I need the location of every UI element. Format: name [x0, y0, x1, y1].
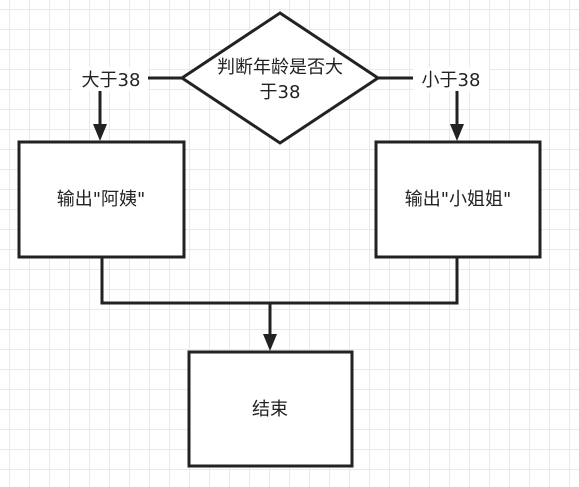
edge-label-right-bg — [413, 67, 489, 91]
end-box[interactable] — [187, 350, 354, 468]
arrowhead-right — [450, 124, 464, 141]
connector-merge — [100, 257, 459, 305]
process-box-auntie[interactable] — [17, 140, 186, 259]
edge-label-greater-than: 大于38 — [82, 70, 141, 91]
end-box-label: 结束 — [252, 399, 288, 420]
arrowhead-left — [93, 124, 107, 141]
decision-label-line2: 于38 — [260, 82, 301, 103]
process-box-miss-label: 输出"小姐姐" — [405, 189, 512, 210]
edge-label-less-than: 小于38 — [422, 70, 481, 91]
decision-label-line1: 判断年龄是否大 — [217, 57, 343, 78]
process-box-auntie-label: 输出"阿姨" — [57, 189, 146, 210]
arrowhead-end — [263, 334, 277, 351]
edge-label-left-bg — [72, 67, 148, 91]
decision-diamond[interactable] — [179, 11, 381, 145]
